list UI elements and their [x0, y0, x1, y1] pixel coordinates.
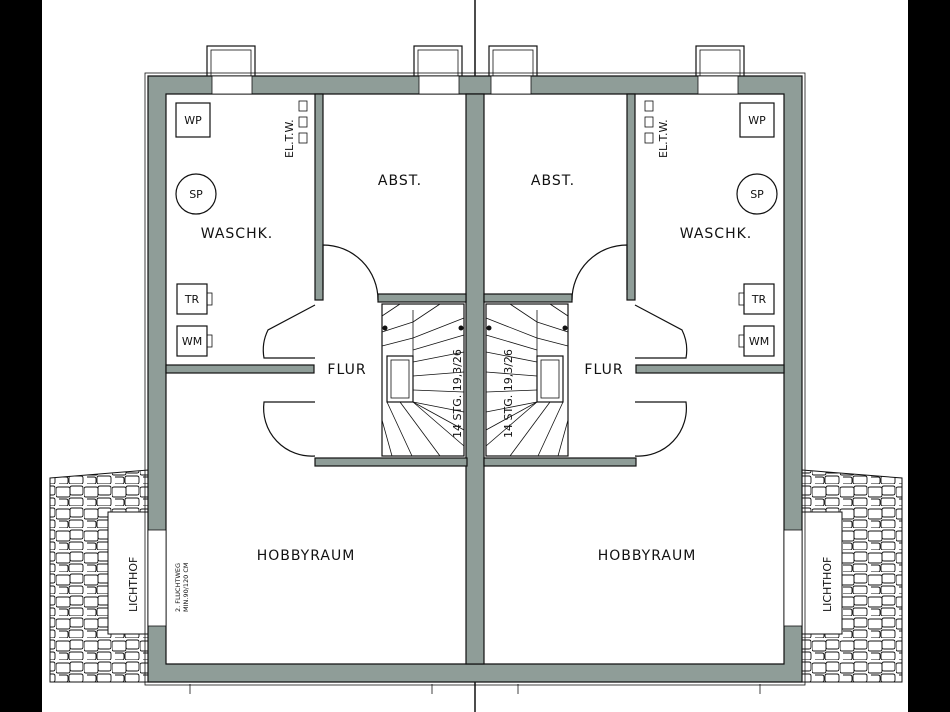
eltw-label: EL.T.W. [283, 119, 296, 158]
room-label-waschk: WASCHK. [680, 226, 752, 242]
lichthof-label-left: LICHTHOF [127, 557, 140, 612]
room-label-waschk: WASCHK. [201, 226, 273, 242]
room-label-abst: ABST. [378, 173, 422, 189]
lichthof-label-right: LICHTHOF [821, 557, 834, 612]
escape-route-line1: 2. FLUCHTWEG [174, 563, 182, 612]
sp-label: SP [750, 188, 764, 201]
doors-left [262, 244, 379, 457]
wp-label: WP [748, 114, 766, 127]
exterior-walls [144, 72, 806, 686]
interior-walls-left [165, 93, 468, 467]
interior-walls-right [483, 93, 785, 467]
stairs-label-right: 14 STG. 19,3/26 [502, 349, 515, 438]
lichthof-right [801, 469, 903, 683]
dimension-ticks [189, 684, 761, 694]
room-label-flur: FLUR [584, 362, 623, 378]
sp-label: SP [189, 188, 203, 201]
wp-label: WP [184, 114, 202, 127]
appliances-right: WP SP TR WM EL.T.W. [644, 100, 778, 357]
wm-label: WM [182, 335, 202, 348]
room-label-hobbyraum: HOBBYRAUM [257, 548, 356, 564]
wm-label: WM [749, 335, 769, 348]
staircase-left [381, 303, 465, 457]
room-label-hobbyraum: HOBBYRAUM [598, 548, 697, 564]
room-label-abst: ABST. [531, 173, 575, 189]
stairs-label-left: 14 STG. 19,3/26 [451, 349, 464, 438]
eltw-label: EL.T.W. [657, 119, 670, 158]
escape-route-line2: MIN.90/120 CM [182, 562, 190, 612]
storage-tank-circle [175, 173, 217, 215]
doors-right [571, 244, 688, 457]
tr-label: TR [184, 293, 200, 306]
party-wall [465, 93, 485, 665]
tr-label: TR [751, 293, 767, 306]
room-label-flur: FLUR [327, 362, 366, 378]
heat-pump-box [175, 102, 211, 138]
appliances-left: WP SP TR WM EL.T.W. [175, 100, 308, 357]
staircase-right [485, 303, 569, 457]
